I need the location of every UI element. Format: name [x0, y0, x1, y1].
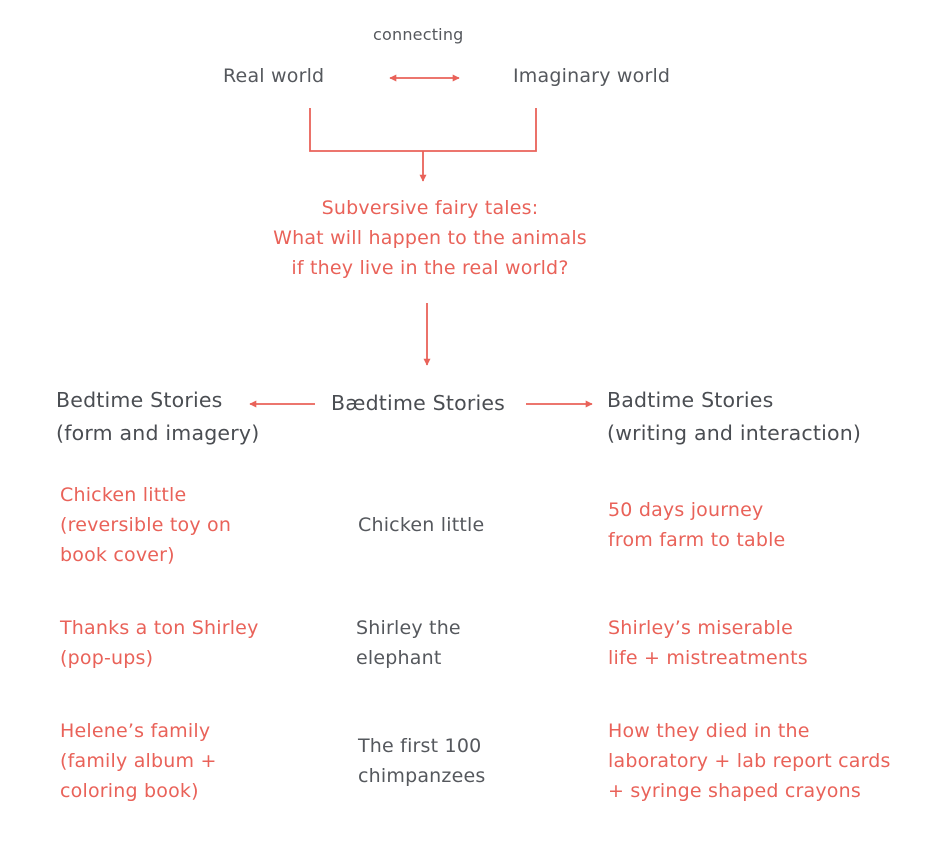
list-item: laboratory + lab report cards — [608, 750, 891, 772]
row-3-left: Helene’s family (family album + coloring… — [60, 716, 217, 806]
list-item: Shirley the — [356, 617, 461, 639]
real-world-label: Real world — [223, 65, 325, 87]
row-1-left: Chicken little (reversible toy on book c… — [60, 480, 231, 570]
row-3-center: The first 100 chimpanzees — [358, 731, 485, 791]
list-item: life + mistreatments — [608, 647, 808, 669]
row-1-right: 50 days journey from farm to table — [608, 495, 785, 555]
list-item: + syringe shaped crayons — [608, 780, 861, 802]
list-item: book cover) — [60, 544, 175, 566]
question-block: Subversive fairy tales: What will happen… — [230, 193, 630, 283]
list-item: elephant — [356, 647, 442, 669]
row-3-right: How they died in the laboratory + lab re… — [608, 716, 891, 806]
list-item: Thanks a ton Shirley — [60, 617, 259, 639]
merge-bracket — [309, 108, 537, 152]
list-item: Helene’s family — [60, 720, 211, 742]
row-1-center: Chicken little — [358, 510, 484, 540]
list-item: from farm to table — [608, 529, 786, 551]
left-column-subtitle: (form and imagery) — [56, 421, 260, 445]
row-2-left: Thanks a ton Shirley (pop-ups) — [60, 613, 259, 673]
question-line-2: What will happen to the animals — [273, 227, 587, 249]
list-item: Shirley’s miserable — [608, 617, 794, 639]
right-column-title: Badtime Stories — [607, 388, 774, 412]
right-column-header: Badtime Stories (writing and interaction… — [607, 384, 861, 450]
row-2-center: Shirley the elephant — [356, 613, 461, 673]
row-2-right: Shirley’s miserable life + mistreatments — [608, 613, 808, 673]
list-item: Chicken little — [358, 514, 485, 536]
center-column-title: Bædtime Stories — [331, 391, 506, 415]
question-line-3: if they live in the real world? — [291, 257, 569, 279]
list-item: How they died in the — [608, 720, 810, 742]
connecting-label: connecting — [373, 25, 464, 44]
list-item: coloring book) — [60, 780, 199, 802]
list-item: Chicken little — [60, 484, 187, 506]
list-item: chimpanzees — [358, 765, 486, 787]
list-item: (family album + — [60, 750, 217, 772]
right-column-subtitle: (writing and interaction) — [607, 421, 862, 445]
question-line-1: Subversive fairy tales: — [321, 197, 539, 219]
list-item: (pop-ups) — [60, 647, 154, 669]
list-item: The first 100 — [358, 735, 482, 757]
imaginary-world-label: Imaginary world — [513, 65, 671, 87]
left-column-header: Bedtime Stories (form and imagery) — [56, 384, 259, 450]
list-item: 50 days journey — [608, 499, 764, 521]
list-item: (reversible toy on — [60, 514, 232, 536]
left-column-title: Bedtime Stories — [56, 388, 223, 412]
